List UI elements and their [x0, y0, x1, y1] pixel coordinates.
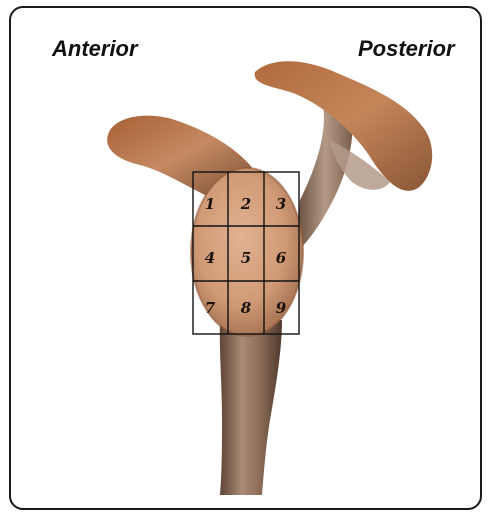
zone-7-label: 7 [205, 299, 216, 317]
zone-1-label: 1 [205, 195, 215, 213]
scapular-neck [220, 320, 282, 495]
zone-4-label: 4 [205, 249, 215, 267]
zone-5-label: 5 [241, 249, 251, 267]
zone-9-label: 9 [276, 299, 287, 317]
zone-8-label: 8 [241, 299, 252, 317]
zone-2-label: 2 [240, 195, 251, 213]
zone-3-label: 3 [276, 195, 286, 213]
zone-6-label: 6 [276, 249, 287, 267]
